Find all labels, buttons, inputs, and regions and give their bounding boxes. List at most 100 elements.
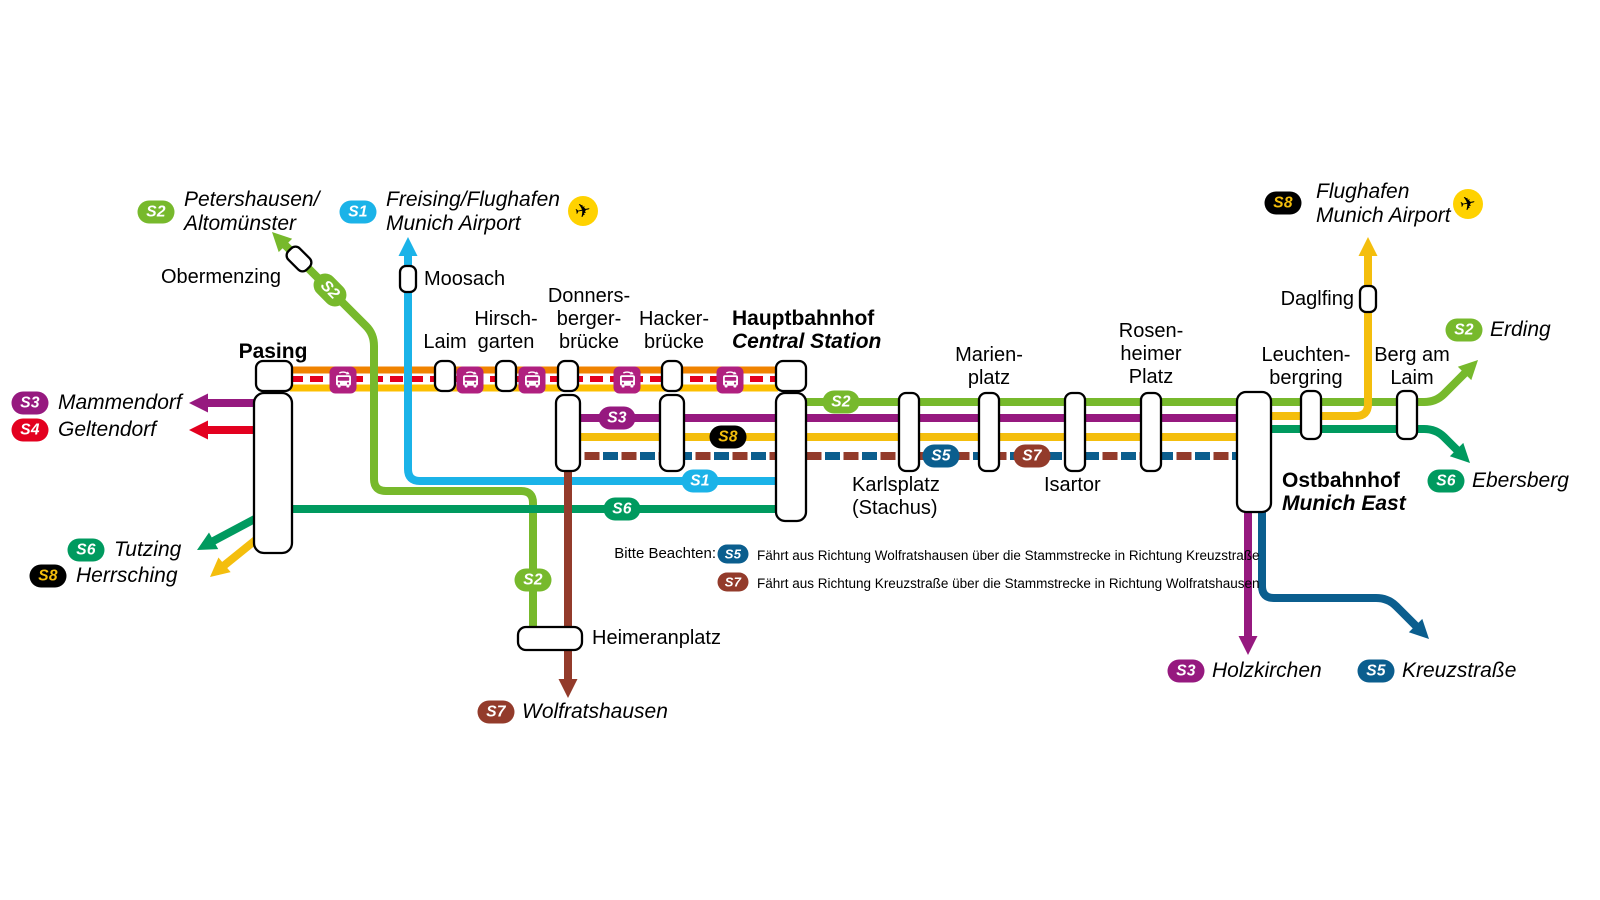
badge-s1-on-line: S1 bbox=[681, 469, 719, 493]
station-label-leuchtenbergring: Leuchten- bergring bbox=[1261, 344, 1351, 389]
station-marker-daglfing bbox=[1358, 284, 1378, 314]
notes-heading: Bitte Beachten: bbox=[614, 545, 716, 562]
station-label-ostbahnhof: Ostbahnhof bbox=[1282, 469, 1400, 492]
terminal-label-geltendorf: Geltendorf bbox=[58, 418, 157, 441]
s7-arrow-wolfratshausen bbox=[558, 679, 578, 698]
terminal-label-petershausen: Petershausen/ Altomünster bbox=[184, 188, 320, 235]
badge-s6-tutzing: S6 bbox=[67, 538, 105, 562]
station-marker-laim bbox=[433, 359, 457, 393]
airport-icon: ✈ bbox=[568, 196, 598, 226]
badge-s3-on-line: S3 bbox=[598, 406, 636, 430]
s8-arrow-herrsching bbox=[210, 557, 231, 577]
badge-s5-on-line: S5 bbox=[922, 444, 960, 468]
station-marker-marienplatz bbox=[977, 391, 1001, 473]
s6-line-east-ebersberg bbox=[1258, 425, 1465, 458]
s8-arrow-airport bbox=[1358, 237, 1378, 256]
terminal-label-flughafen-east: Flughafen Munich Airport bbox=[1316, 180, 1451, 227]
badge-s2-heimeranplatz-branch: S2 bbox=[514, 568, 552, 592]
station-marker-pasing bbox=[252, 391, 294, 555]
station-label-marienplatz: Marien- platz bbox=[955, 344, 1023, 389]
badge-s6-ebersberg: S6 bbox=[1427, 469, 1465, 493]
station-marker-leuchtenbergring bbox=[1299, 389, 1323, 441]
station-marker-rosenheimer-platz bbox=[1139, 391, 1163, 473]
bus-replacement-icon bbox=[613, 366, 641, 394]
station-label-obermenzing: Obermenzing bbox=[160, 266, 281, 288]
station-label-laim: Laim bbox=[423, 331, 467, 353]
badge-s7-on-line: S7 bbox=[1013, 444, 1051, 468]
s2-line-trunk-east bbox=[790, 365, 1473, 406]
station-label-berg-am-laim: Berg am Laim bbox=[1374, 344, 1450, 389]
note-text-s5: Fährt aus Richtung Wolfratshausen über d… bbox=[757, 548, 1260, 563]
terminal-label-erding: Erding bbox=[1490, 318, 1551, 341]
station-marker-hauptbahnhof-band bbox=[774, 359, 808, 393]
note-badge-s7: S7 bbox=[717, 572, 749, 592]
badge-s6-on-line: S6 bbox=[603, 497, 641, 521]
bus-replacement-icon bbox=[716, 366, 744, 394]
badge-s8-flughafen: S8 bbox=[1264, 191, 1302, 215]
terminal-label-ebersberg: Ebersberg bbox=[1472, 469, 1569, 492]
s5-line-east-kreuzstrasse bbox=[1258, 498, 1424, 634]
terminal-label-tutzing: Tutzing bbox=[114, 538, 182, 561]
s8-line-east-airport bbox=[1258, 246, 1372, 420]
airport-icon: ✈ bbox=[1453, 189, 1483, 219]
note-badge-s5: S5 bbox=[717, 544, 749, 564]
station-label-hauptbahnhof: Hauptbahnhof bbox=[732, 307, 875, 330]
station-marker-hauptbahnhof bbox=[774, 391, 808, 523]
station-label-hirschgarten: Hirsch- garten bbox=[474, 308, 538, 353]
terminal-label-mammendorf: Mammendorf bbox=[58, 391, 182, 414]
s1-arrow-freising bbox=[398, 237, 418, 256]
s4-arrow-geltendorf bbox=[189, 420, 208, 440]
station-label-rosenheimer-platz: Rosen- heimer Platz bbox=[1118, 320, 1184, 388]
badge-s3-holzkirchen: S3 bbox=[1167, 659, 1205, 683]
bus-replacement-icon bbox=[329, 366, 357, 394]
terminal-label-kreuzstrasse: Kreuzstraße bbox=[1402, 659, 1517, 682]
terminal-label-freising: Freising/Flughafen Munich Airport bbox=[386, 188, 560, 235]
s3-arrow-mammendorf bbox=[189, 393, 208, 413]
badge-s2-petershausen: S2 bbox=[137, 200, 175, 224]
badge-s2-on-trunk: S2 bbox=[822, 390, 860, 414]
station-label-pasing: Pasing bbox=[238, 340, 308, 363]
badge-s1-freising: S1 bbox=[339, 200, 377, 224]
badge-s5-kreuzstrasse: S5 bbox=[1357, 659, 1395, 683]
station-marker-pasing-band bbox=[254, 359, 294, 393]
terminal-label-wolfratshausen: Wolfratshausen bbox=[522, 700, 668, 723]
badge-s8-on-line: S8 bbox=[709, 425, 747, 449]
station-label-heimeranplatz: Heimeranplatz bbox=[592, 627, 721, 649]
station-label-karlsplatz: Karlsplatz (Stachus) bbox=[852, 474, 940, 519]
station-marker-karlsplatz bbox=[897, 391, 921, 473]
station-marker-hirschgarten bbox=[494, 359, 518, 393]
note-text-s7: Fährt aus Richtung Kreuzstraße über die … bbox=[757, 576, 1260, 591]
station-label-daglfing: Daglfing bbox=[1280, 288, 1354, 310]
badge-s7-wolfratshausen: S7 bbox=[477, 700, 515, 724]
s6-arrow-tutzing bbox=[197, 532, 219, 550]
station-label-donnersbergerbruecke: Donners- berger- brücke bbox=[547, 285, 631, 353]
station-marker-donnersbergerbruecke-band bbox=[556, 359, 580, 393]
badge-s2-erding: S2 bbox=[1445, 318, 1483, 342]
badge-s8-herrsching: S8 bbox=[29, 564, 67, 588]
station-label-ostbahnhof-subtitle: Munich East bbox=[1282, 492, 1406, 515]
station-marker-heimeranplatz bbox=[516, 625, 584, 652]
bus-replacement-icon bbox=[456, 366, 484, 394]
s3-arrow-holzkirchen bbox=[1238, 636, 1258, 655]
station-marker-hackerbruecke-band bbox=[660, 359, 684, 393]
station-marker-ostbahnhof bbox=[1235, 390, 1273, 514]
station-label-moosach: Moosach bbox=[424, 268, 506, 290]
station-markers bbox=[252, 245, 1419, 652]
station-label-hauptbahnhof-subtitle: Central Station bbox=[732, 330, 882, 353]
station-marker-isartor bbox=[1063, 391, 1087, 473]
station-marker-obermenzing bbox=[285, 245, 313, 273]
station-marker-berg-am-laim bbox=[1395, 389, 1419, 441]
s2-line-west bbox=[276, 236, 537, 634]
badge-s4-geltendorf: S4 bbox=[11, 418, 49, 442]
terminal-label-holzkirchen: Holzkirchen bbox=[1212, 659, 1322, 682]
station-marker-donnersbergerbruecke bbox=[554, 393, 582, 473]
terminal-label-herrsching: Herrsching bbox=[76, 564, 178, 587]
s1-line bbox=[404, 246, 792, 485]
badge-s3-mammendorf: S3 bbox=[11, 391, 49, 415]
station-marker-hackerbruecke bbox=[658, 393, 686, 473]
station-marker-moosach bbox=[398, 264, 418, 294]
station-label-hackerbruecke: Hacker- brücke bbox=[638, 308, 710, 353]
station-label-isartor: Isartor bbox=[1044, 474, 1101, 496]
